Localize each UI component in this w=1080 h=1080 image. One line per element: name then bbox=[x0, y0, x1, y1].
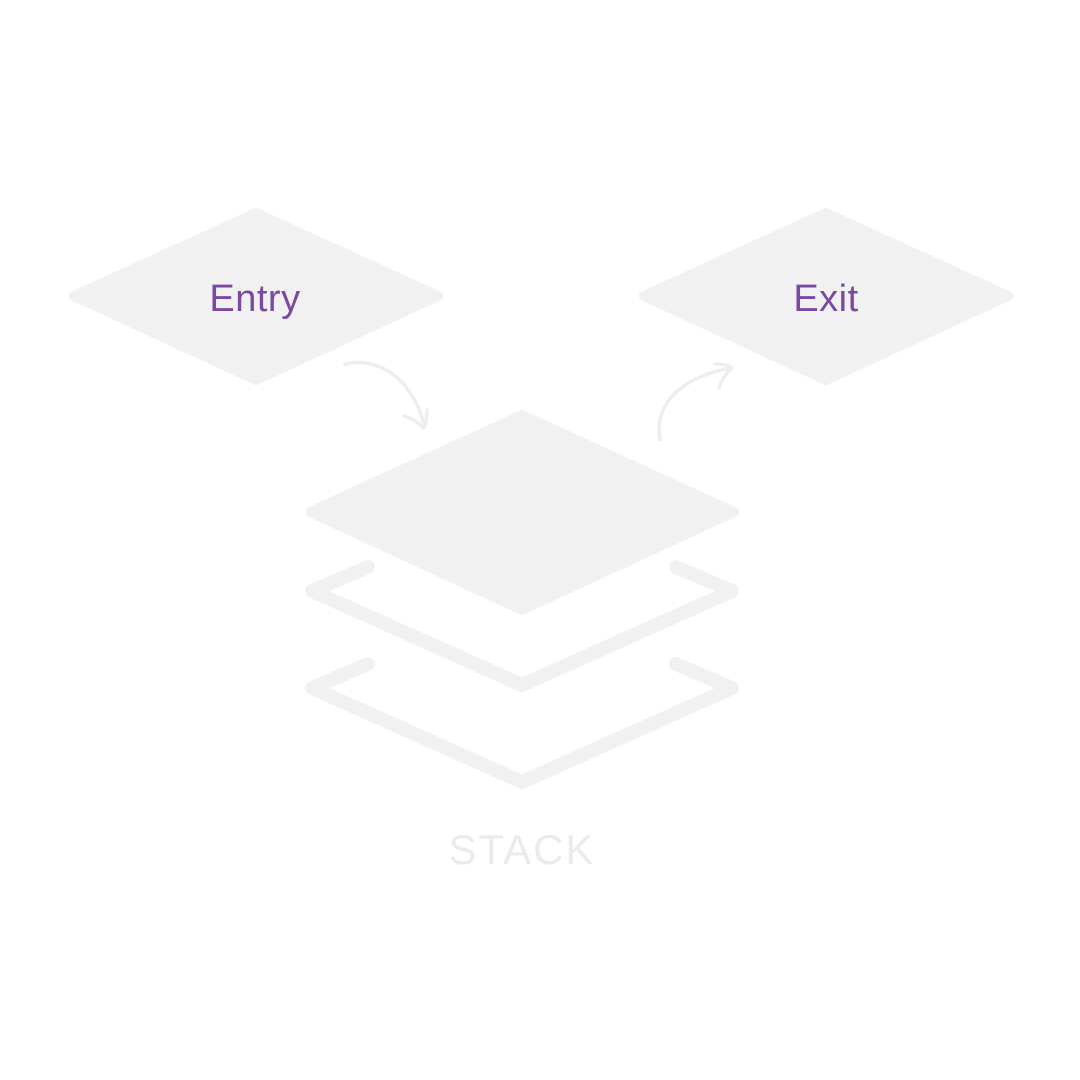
stack bbox=[305, 410, 739, 789]
stack-layer-top bbox=[305, 410, 739, 615]
entry-rhombus bbox=[69, 208, 443, 385]
push-arrow-head bbox=[402, 408, 429, 430]
pop-arrow-head bbox=[713, 362, 734, 390]
pop-arrow bbox=[657, 362, 734, 442]
push-arrow-curve bbox=[343, 360, 426, 426]
push-arrow bbox=[343, 360, 429, 430]
stack-layer-middle bbox=[305, 560, 739, 692]
entry-node: Entry bbox=[69, 208, 443, 385]
entry-label: Entry bbox=[209, 278, 300, 320]
exit-label: Exit bbox=[793, 278, 858, 320]
pop-arrow-curve bbox=[657, 366, 732, 442]
exit-rhombus bbox=[639, 208, 1013, 385]
exit-node: Exit bbox=[639, 208, 1013, 385]
stack-caption: STACK bbox=[449, 826, 596, 873]
stack-layer-bottom bbox=[305, 657, 739, 789]
